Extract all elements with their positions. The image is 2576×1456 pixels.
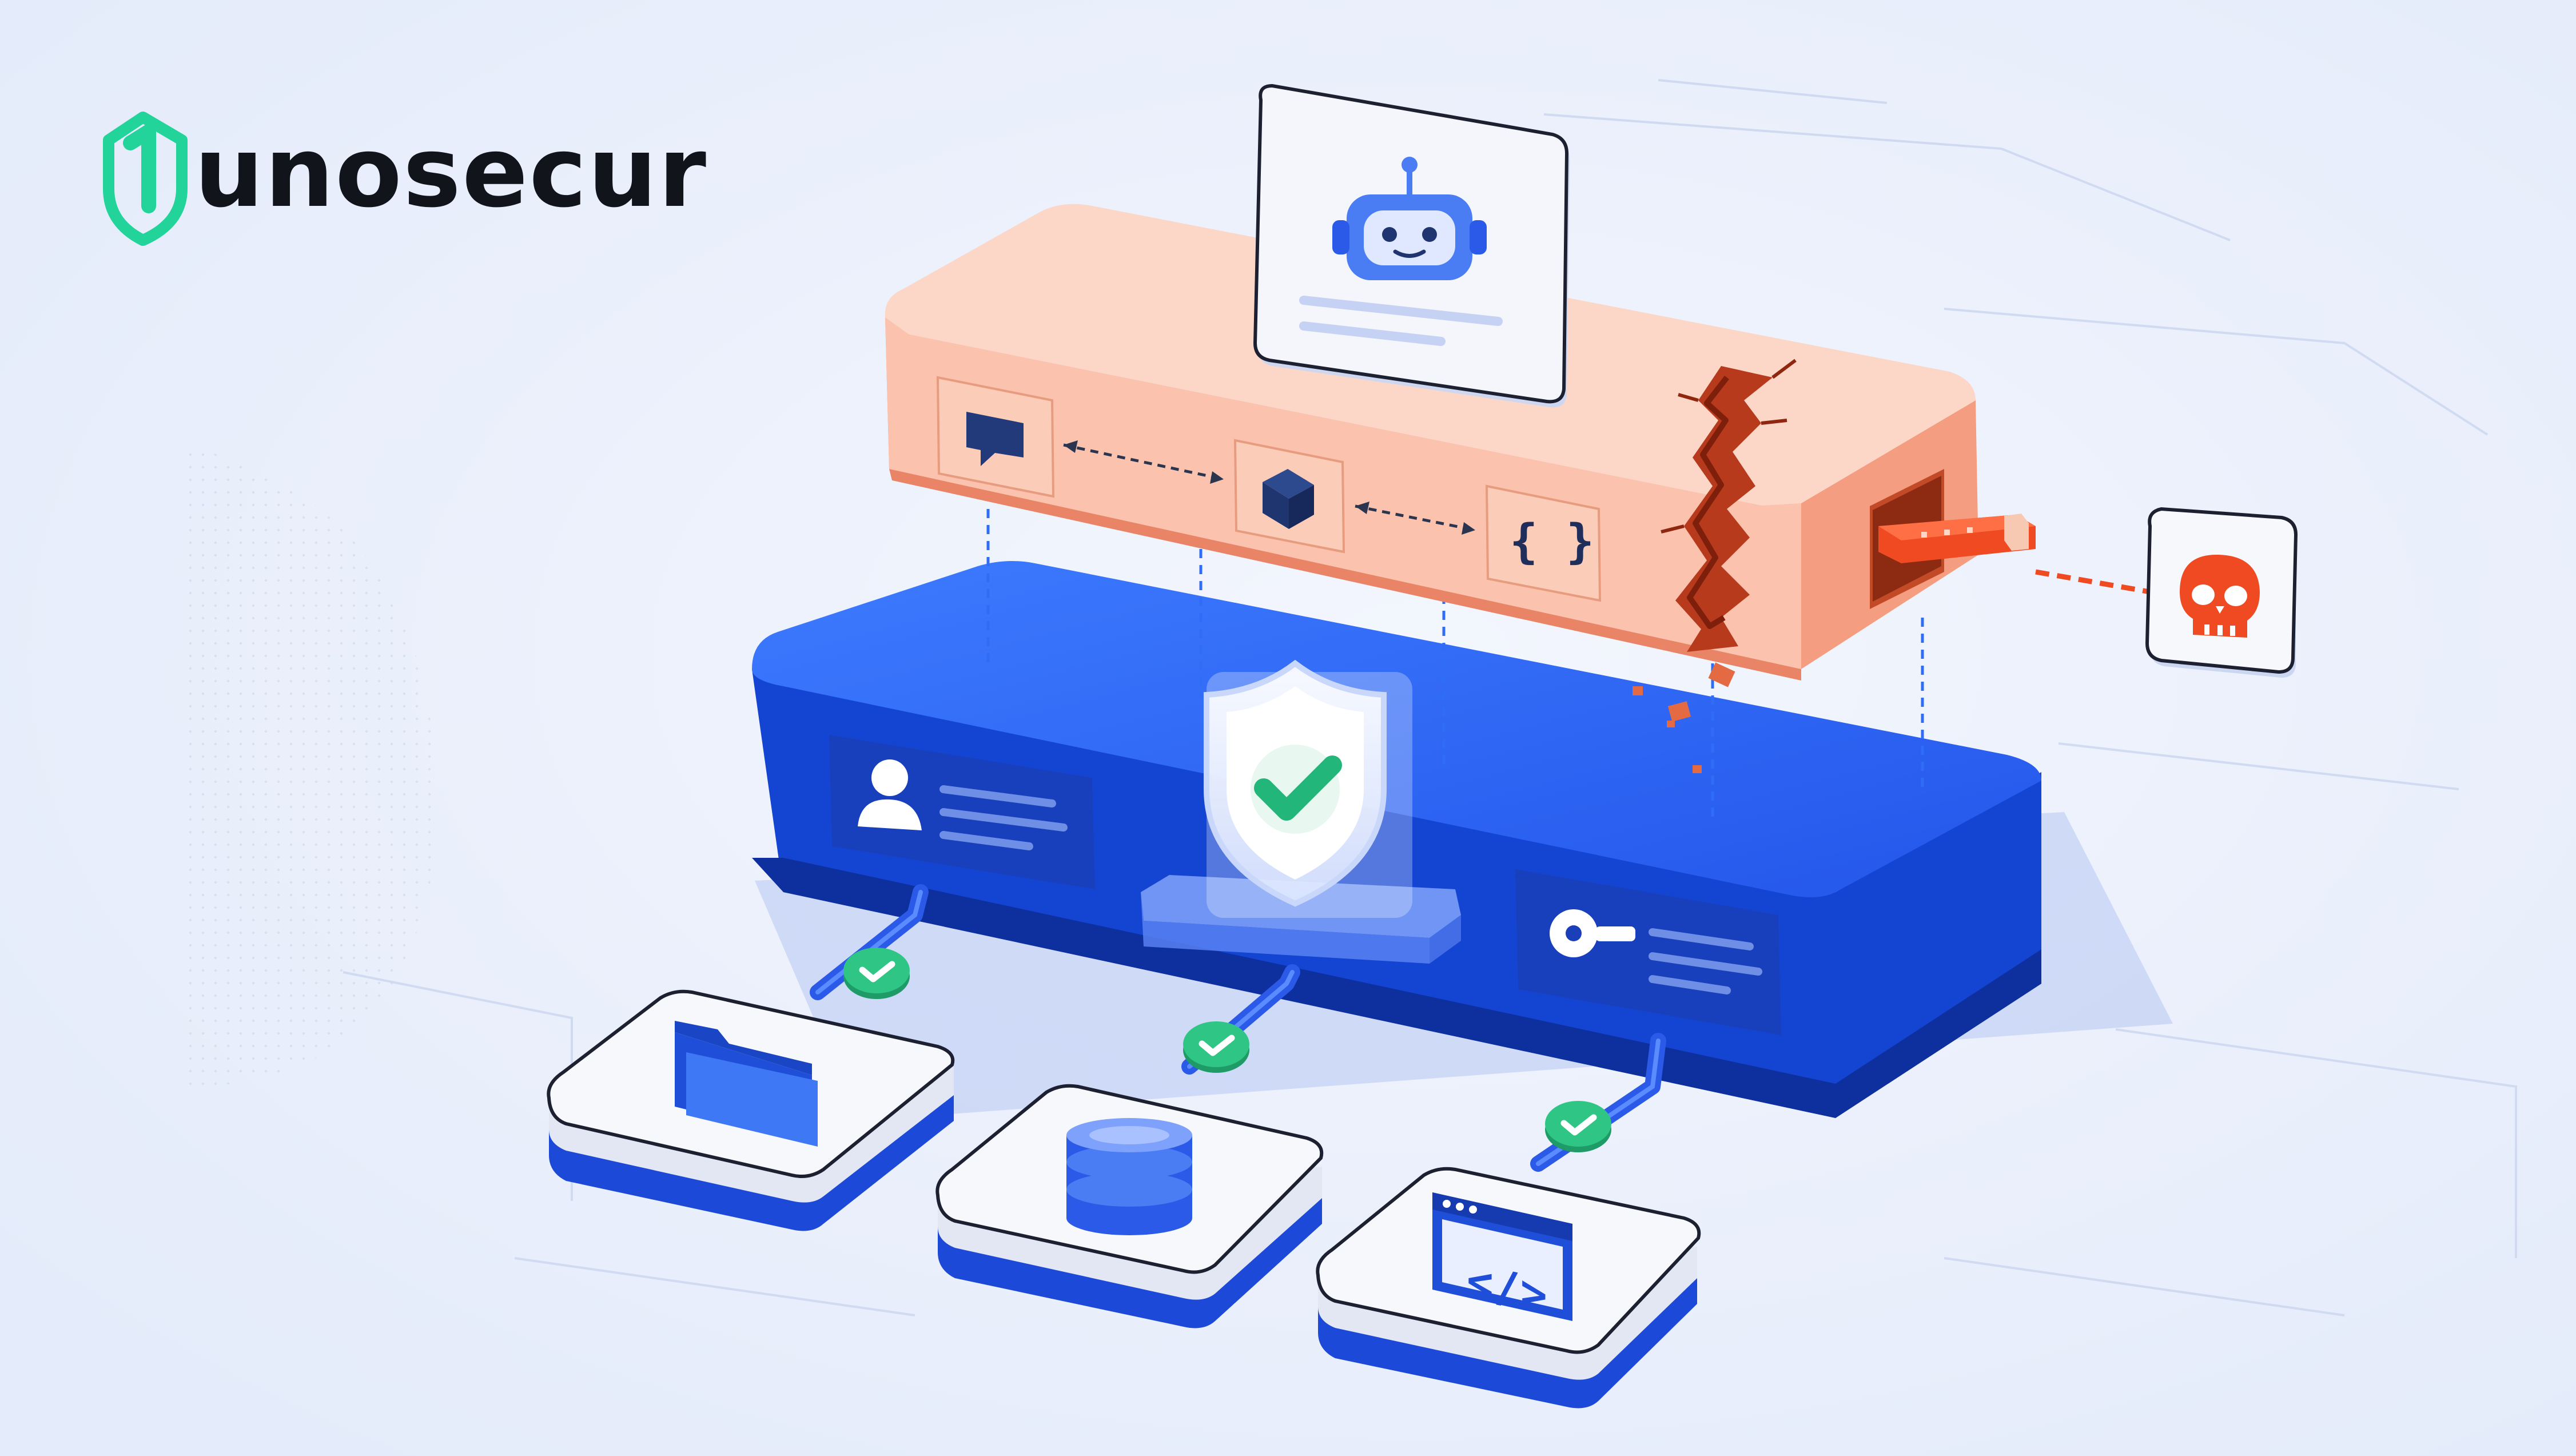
shield-pedestal — [1141, 875, 1461, 964]
database-icon — [1066, 1118, 1192, 1235]
key-detail-lines — [1649, 928, 1762, 994]
threat-link-line — [2035, 569, 2151, 595]
cube-icon — [1263, 469, 1314, 529]
layer-link-lines — [986, 509, 1924, 818]
ai-cube-card[interactable] — [1233, 439, 1345, 554]
verified-check-badge-2 — [1183, 1021, 1249, 1073]
code-window-icon: </> — [1432, 1192, 1572, 1322]
security-layer-base-stripe — [752, 858, 2041, 1118]
ai-bot-text-lines — [1299, 296, 1503, 346]
crumbling-debris — [1633, 662, 1735, 773]
dot-texture — [189, 446, 437, 1087]
resource-code-card[interactable]: </> — [1316, 1167, 1701, 1409]
unosecur-shield-icon — [103, 112, 188, 246]
skull-icon — [2180, 554, 2260, 638]
resource-database-card[interactable] — [935, 1084, 1324, 1328]
circuit-lines — [343, 79, 2517, 1316]
malicious-usb-icon — [1878, 514, 2036, 563]
shield-check-icon — [1204, 659, 1412, 918]
key-panel — [1515, 869, 1781, 1035]
threat-card[interactable] — [2145, 507, 2298, 678]
ai-bot-card[interactable] — [1253, 83, 1570, 408]
brand-name: unosecur — [194, 116, 707, 229]
ai-connection-arrows — [1063, 443, 1476, 532]
user-detail-lines — [939, 785, 1068, 850]
ai-chat-card[interactable] — [936, 376, 1055, 498]
arrow-heads — [1064, 440, 1475, 535]
folder-icon — [675, 1021, 818, 1147]
resource-folder-card[interactable] — [547, 989, 955, 1231]
user-icon — [858, 759, 922, 830]
verified-check-badge-3 — [1545, 1101, 1611, 1152]
security-layer-top — [752, 561, 2041, 897]
key-icon — [1550, 909, 1635, 957]
layer-crack — [1661, 359, 1797, 652]
ai-code-card[interactable]: { } — [1485, 484, 1602, 602]
ai-layer-front-edge — [889, 469, 1801, 681]
code-braces-icon: { } — [1510, 515, 1594, 569]
verified-check-badge-1 — [843, 948, 910, 999]
ai-bot-icon — [1332, 157, 1487, 280]
user-panel — [829, 735, 1095, 889]
identity-security-layer — [752, 561, 2173, 1121]
chat-icon — [966, 412, 1024, 466]
brand-logo[interactable]: unosecur — [103, 112, 707, 246]
